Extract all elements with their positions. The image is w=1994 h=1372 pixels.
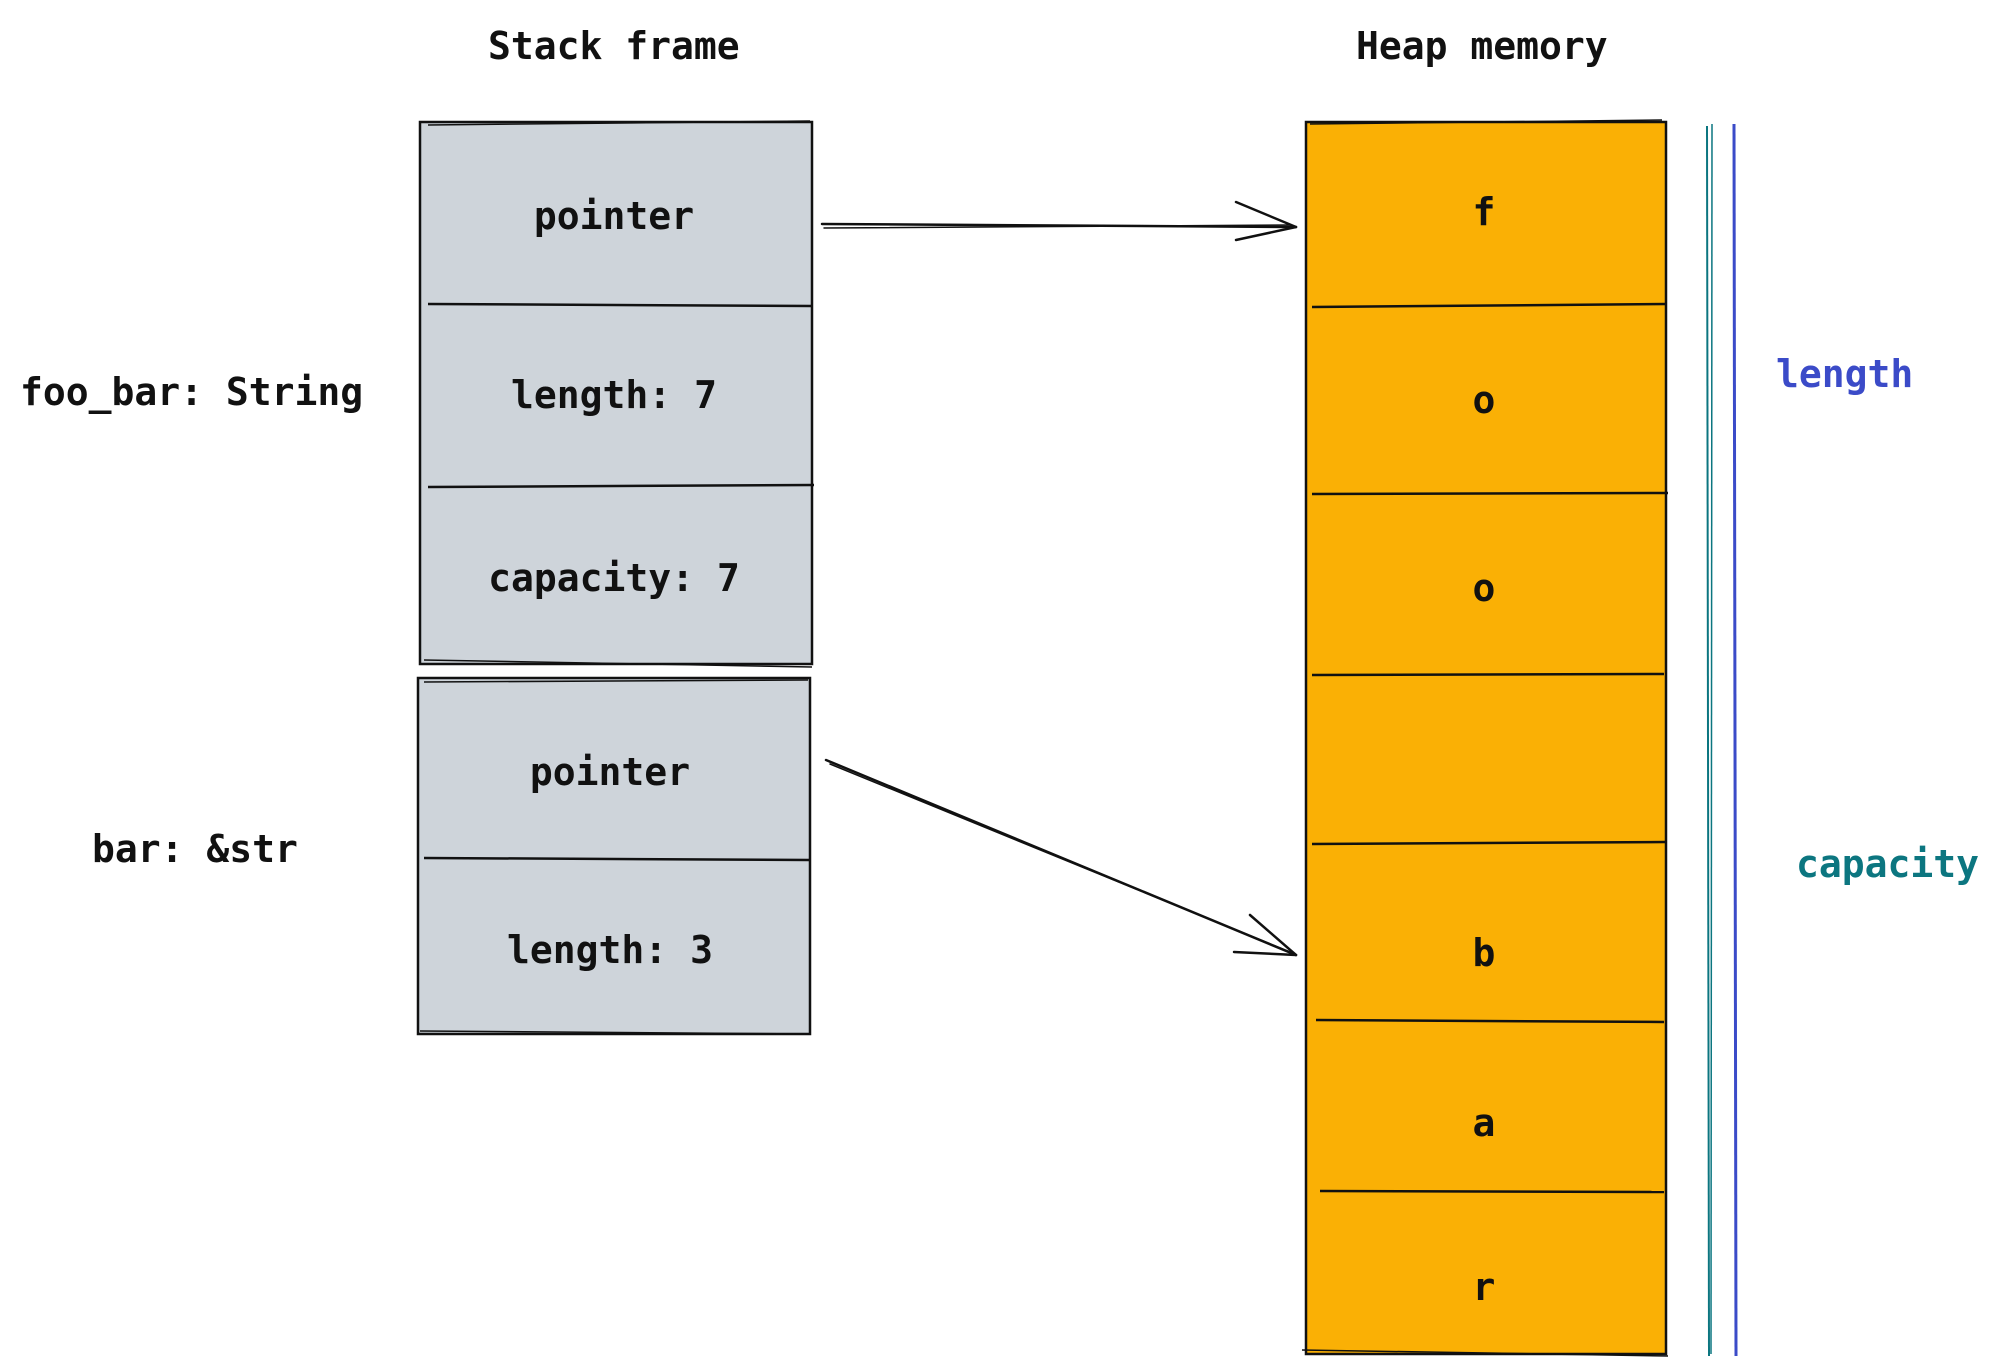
heap-divider — [1311, 672, 1665, 677]
pointer-arrow-bar — [824, 758, 1298, 957]
stack-divider — [427, 302, 813, 308]
heap-cell: o — [1472, 378, 1496, 422]
heap-divider — [1311, 840, 1667, 846]
heap-cell: a — [1472, 1101, 1496, 1145]
heap-cell: b — [1472, 931, 1496, 975]
heap-cell: o — [1472, 566, 1496, 610]
heap-divider — [1311, 491, 1669, 496]
heap-cell: r — [1472, 1265, 1496, 1309]
heap-memory-heading: Heap memory — [1356, 24, 1608, 68]
stack-field-length: length: 7 — [511, 373, 717, 417]
heap-divider — [1315, 1018, 1665, 1024]
heap-cell: f — [1472, 190, 1496, 234]
length-measure-line — [1706, 123, 1713, 1357]
length-label: length — [1776, 352, 1914, 396]
stack-field-pointer: pointer — [529, 750, 691, 794]
heap-divider — [1319, 1189, 1665, 1194]
stack-block-bar — [416, 676, 812, 1036]
stack-frame-heading: Stack frame — [488, 24, 740, 68]
capacity-measure-line — [1732, 123, 1738, 1357]
variable-label-bar: bar: &str — [92, 827, 298, 871]
heap-block — [1301, 119, 1669, 1357]
stack-field-capacity: capacity: 7 — [488, 556, 740, 600]
stack-field-length: length: 3 — [507, 928, 713, 972]
capacity-label: capacity — [1796, 842, 1980, 886]
stack-divider — [427, 483, 815, 489]
stack-block-foo-bar — [418, 120, 815, 668]
stack-field-pointer: pointer — [533, 194, 695, 238]
heap-divider — [1311, 302, 1667, 309]
variable-label-foo-bar: foo_bar: String — [20, 370, 364, 414]
pointer-arrow-foo-bar — [820, 200, 1298, 242]
stack-divider — [423, 856, 811, 862]
